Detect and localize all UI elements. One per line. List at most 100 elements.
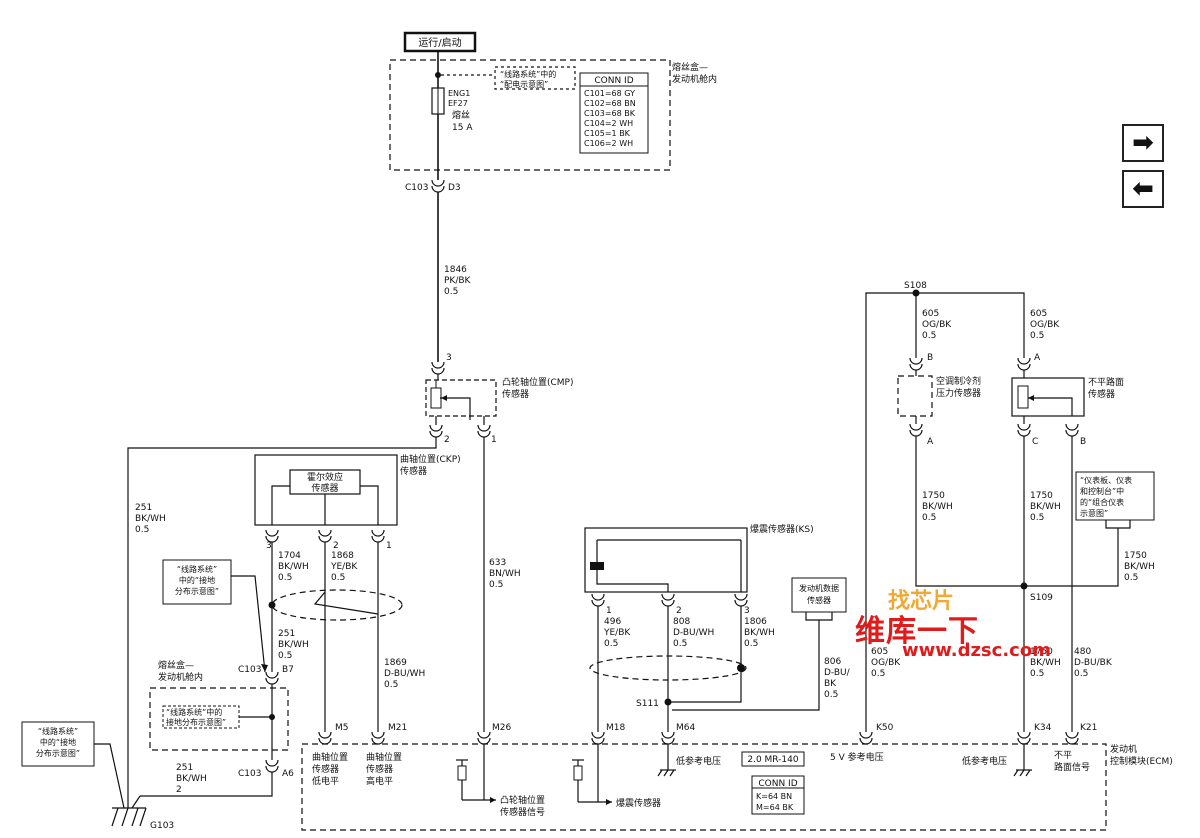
cmp-name1: 凸轮轴位置(CMP) [502, 376, 574, 388]
watermark-main: 维库一下 [855, 614, 979, 649]
svg-text:K34: K34 [1034, 723, 1052, 733]
svg-text:0.5: 0.5 [922, 513, 936, 523]
svg-text:0.5: 0.5 [1030, 669, 1044, 679]
svg-text:“线路系统”: “线路系统” [177, 564, 217, 574]
ac-pressure-sensor [897, 375, 933, 417]
svg-text:M21: M21 [388, 723, 407, 733]
svg-text:S111: S111 [636, 699, 659, 709]
ckp-sensor: 霍尔效应 传感器 [254, 454, 398, 526]
svg-text:OG/BK: OG/BK [871, 658, 901, 668]
svg-text:不平: 不平 [1054, 750, 1072, 761]
svg-text:605: 605 [1030, 309, 1047, 319]
svg-text:3: 3 [744, 606, 750, 616]
svg-text:2: 2 [176, 785, 182, 795]
svg-text:808: 808 [673, 617, 690, 627]
svg-text:低参考电压: 低参考电压 [962, 755, 1007, 767]
svg-text:OG/BK: OG/BK [922, 320, 952, 330]
svg-text:1: 1 [491, 435, 497, 445]
svg-text:路面信号: 路面信号 [1054, 761, 1090, 773]
svg-text:YE/BK: YE/BK [603, 628, 631, 638]
next-page-button[interactable]: ➡ [1122, 124, 1164, 162]
ecm-title1: 发动机 [1110, 743, 1137, 755]
svg-text:0.5: 0.5 [1030, 513, 1044, 523]
svg-text:1750: 1750 [922, 491, 945, 501]
svg-text:2: 2 [676, 606, 682, 616]
svg-text:1750: 1750 [1030, 491, 1053, 501]
svg-text:496: 496 [604, 617, 621, 627]
svg-text:D-BU/WH: D-BU/WH [384, 669, 425, 679]
conn-c103-d3-label: C103 [405, 183, 428, 193]
fusebox-top-title1: 熔丝盒— [672, 61, 708, 73]
svg-text:和控制台”中: 和控制台”中 [1080, 486, 1124, 496]
svg-text:凸轮轴位置: 凸轮轴位置 [500, 794, 545, 806]
svg-text:传感器: 传感器 [807, 595, 831, 605]
ecm-title2: 控制模块(ECM) [1110, 755, 1173, 767]
svg-text:M5: M5 [335, 723, 349, 733]
svg-text:C104=2 WH: C104=2 WH [584, 119, 633, 128]
power-dist-ref2: “配电示意图” [500, 79, 548, 89]
svg-text:K21: K21 [1080, 723, 1097, 733]
svg-text:M26: M26 [492, 723, 511, 733]
svg-text:“线路系统”: “线路系统” [38, 726, 78, 736]
ckp-name2: 传感器 [400, 465, 427, 477]
svg-text:BK/WH: BK/WH [1124, 562, 1155, 572]
svg-text:OG/BK: OG/BK [1030, 320, 1060, 330]
svg-text:0.5: 0.5 [384, 680, 398, 690]
svg-text:3: 3 [266, 541, 272, 551]
svg-text:0.5: 0.5 [489, 580, 503, 590]
svg-text:示意图”: 示意图” [1080, 508, 1108, 518]
arrow-left-icon: ⬅ [1132, 174, 1154, 204]
svg-text:1704: 1704 [278, 551, 301, 561]
svg-text:A: A [1034, 353, 1041, 363]
svg-text:C102=68 BN: C102=68 BN [584, 99, 636, 108]
svg-text:接地分布示意图”: 接地分布示意图” [166, 717, 226, 727]
svg-text:分布示意图”: 分布示意图” [175, 586, 219, 596]
svg-text:CONN ID: CONN ID [594, 76, 633, 86]
svg-text:0.5: 0.5 [673, 639, 687, 649]
svg-text:传感器: 传感器 [366, 763, 393, 775]
svg-text:BK/WH: BK/WH [1030, 502, 1061, 512]
ecm-pins [318, 731, 1079, 745]
svg-text:2: 2 [333, 541, 339, 551]
svg-text:0.5: 0.5 [871, 669, 885, 679]
ecm-outline [301, 743, 1107, 831]
svg-text:0.5: 0.5 [604, 639, 618, 649]
svg-text:B7: B7 [282, 665, 294, 675]
svg-text:的“组合仪表: 的“组合仪表 [1080, 497, 1124, 507]
svg-text:BN/WH: BN/WH [489, 569, 521, 579]
cmp-sensor [425, 379, 497, 420]
previous-page-button[interactable]: ⬅ [1122, 170, 1164, 208]
svg-text:0.5: 0.5 [1030, 331, 1044, 341]
watermark-site: www.dzsc.com [902, 640, 1051, 661]
svg-text:1: 1 [386, 541, 392, 551]
svg-text:M18: M18 [606, 723, 625, 733]
svg-text:PK/BK: PK/BK [444, 276, 472, 286]
svg-text:D-BU/: D-BU/ [824, 668, 851, 678]
svg-text:S109: S109 [1030, 593, 1053, 603]
ground-g103 [111, 795, 147, 827]
svg-text:2: 2 [444, 435, 450, 445]
svg-text:BK/WH: BK/WH [922, 502, 953, 512]
svg-text:曲轴位置: 曲轴位置 [366, 751, 402, 763]
arrow-right-icon: ➡ [1132, 128, 1154, 158]
svg-text:1750: 1750 [1030, 647, 1053, 657]
fuse-label-2: EF27 [448, 99, 468, 108]
ac-sensor-name1: 空调制冷剂 [936, 375, 981, 387]
svg-text:C106=2 WH: C106=2 WH [584, 139, 633, 148]
svg-text:C: C [1032, 437, 1038, 447]
svg-text:0.5: 0.5 [331, 573, 345, 583]
svg-text:BK/WH: BK/WH [744, 628, 775, 638]
power-dist-ref1: “线路系统”中的 [500, 69, 556, 79]
svg-text:BK/WH: BK/WH [135, 514, 166, 524]
svg-text:分布示意图”: 分布示意图” [36, 748, 80, 758]
ecm-model: 2.0 MR-140 [747, 755, 799, 765]
svg-text:传感器: 传感器 [312, 763, 339, 775]
svg-text:BK/WH: BK/WH [1030, 658, 1061, 668]
svg-text:传感器信号: 传感器信号 [500, 806, 545, 818]
conn-d3-pin: D3 [448, 183, 461, 193]
svg-text:C103=68 BK: C103=68 BK [584, 109, 636, 118]
svg-text:633: 633 [489, 558, 506, 568]
cmp-name2: 传感器 [502, 388, 529, 400]
svg-text:1869: 1869 [384, 658, 407, 668]
